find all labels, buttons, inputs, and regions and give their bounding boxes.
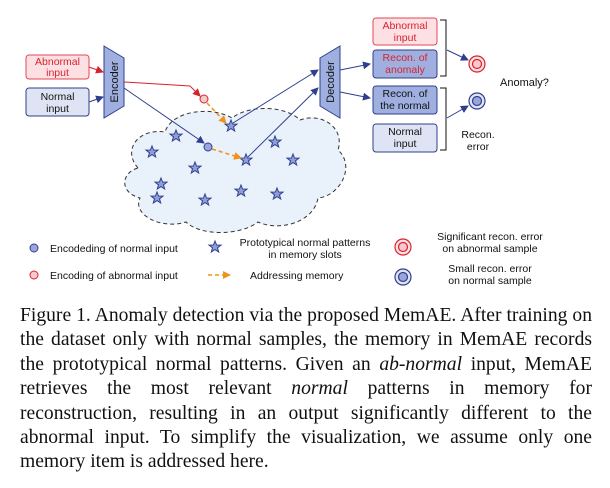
encoder-to-normal-encoding-arrow	[123, 87, 205, 144]
decoder: Decoder	[319, 45, 341, 119]
normal-input-line2: input	[46, 103, 69, 115]
abnormal-to-encoder-arrow	[88, 65, 104, 74]
anomaly-question: Anomaly?	[500, 77, 549, 89]
out-normal-line2: input	[394, 138, 417, 150]
encoder-to-abnormal-encoding-arrow	[123, 81, 201, 97]
abnormal-input-line1: Abnormal	[35, 56, 80, 68]
bracket-normal	[440, 87, 447, 151]
legend-normal-encoding: Encodeding of normal input	[50, 243, 178, 255]
recon-anomaly-line1: Recon. of	[383, 52, 428, 64]
normal-input-line1: Normal	[41, 91, 75, 103]
legend-abnormal-dot	[29, 270, 39, 280]
out-normal-input-box: Normal input	[372, 123, 438, 153]
legend-addressing: Addressing memory	[250, 270, 344, 282]
abnormal-input-box: Abnormal input	[25, 54, 90, 80]
caption-part-2: input, MemAE retrieves the most relevant	[20, 353, 592, 400]
legend-small-line1: Small recon. error	[448, 263, 532, 275]
legend-significant-line1: Significant recon. error	[437, 231, 543, 243]
address-arrow-normal	[211, 148, 242, 160]
encoder: Encoder	[103, 45, 125, 119]
legend: Encodeding of normal input Encoding of a…	[29, 231, 543, 287]
significant-error-icon	[468, 55, 486, 73]
abnormal-encoding-dot	[199, 94, 209, 104]
out-abnormal-input-box: Abnormal input	[372, 17, 438, 46]
memory-to-decoder-arrow-2	[247, 87, 319, 158]
out-abnormal-line1: Abnormal	[383, 20, 428, 32]
legend-prototypes-line1: Prototypical normal patterns	[240, 237, 371, 249]
address-arrow-abnormal	[206, 102, 227, 124]
small-error-icon	[468, 92, 486, 110]
recon-anomaly-box: Recon. of anomaly	[372, 49, 438, 79]
legend-small-line2: on normal sample	[448, 275, 532, 287]
recon-normal-line1: Recon. of	[383, 88, 428, 100]
legend-abnormal-encoding: Encoding of abnormal input	[50, 270, 178, 282]
memae-diagram: Abnormal input Normal input Encoder Deco…	[25, 17, 549, 287]
normal-encoding-dot	[203, 142, 213, 152]
decoder-label: Decoder	[325, 61, 337, 103]
bracket-abnormal	[440, 19, 447, 77]
abnormal-input-line2: input	[46, 67, 69, 79]
encoder-label: Encoder	[109, 61, 121, 102]
bracket-to-error-low-arrow	[446, 105, 469, 119]
recon-normal-box: Recon. of the normal	[372, 85, 438, 115]
legend-prototypes-line2: in memory slots	[268, 249, 342, 261]
out-abnormal-line2: input	[394, 32, 417, 44]
bracket-to-error-high-arrow	[446, 49, 469, 61]
recon-anomaly-line2: anomaly	[385, 64, 425, 76]
caption-part-3: patterns in memory for reconstruction, r…	[20, 378, 592, 473]
legend-small-icon	[394, 268, 412, 286]
normal-to-encoder-arrow	[88, 95, 104, 104]
decoder-to-recon-normal-arrow	[339, 91, 371, 101]
memory-to-decoder-arrow-1	[232, 69, 319, 124]
caption-emphasis-normal: normal	[291, 378, 348, 400]
legend-normal-dot	[29, 243, 39, 253]
legend-significant-line2: on abnormal sample	[442, 243, 537, 255]
out-normal-line1: Normal	[388, 126, 422, 138]
figure-caption: Figure 1. Anomaly detection via the prop…	[20, 304, 592, 475]
recon-error-line2: error	[467, 141, 490, 153]
legend-significant-icon	[394, 238, 412, 256]
caption-part-1: Figure 1. Anomaly detection via the prop…	[20, 305, 592, 375]
caption-emphasis-abnormal: ab-normal	[379, 353, 463, 375]
legend-star-icon	[208, 240, 222, 253]
normal-input-box: Normal input	[25, 87, 90, 117]
memory-cloud	[124, 107, 347, 233]
recon-error-line1: Recon.	[461, 129, 494, 141]
decoder-to-recon-anomaly-arrow	[339, 61, 371, 71]
recon-normal-line2: the normal	[380, 100, 430, 112]
